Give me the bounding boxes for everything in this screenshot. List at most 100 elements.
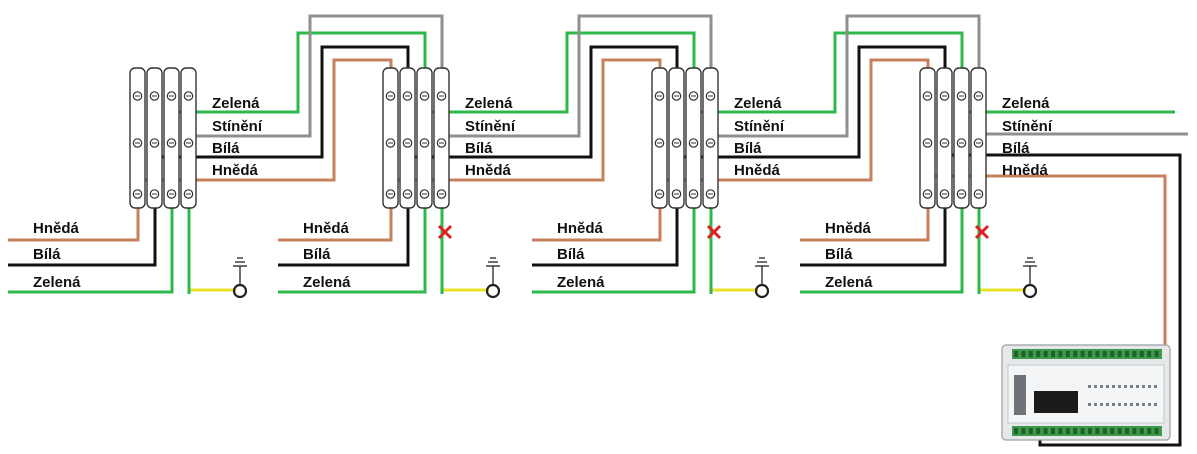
wire-black-in	[278, 194, 410, 267]
terminal-slot	[1139, 351, 1144, 357]
terminal-module	[685, 67, 702, 209]
terminal-slot	[1110, 351, 1115, 357]
label-input-brown: Hnědá	[303, 220, 350, 237]
terminal-module	[953, 67, 970, 209]
label-out-shield: Stínění	[465, 118, 516, 135]
label-input-green: Zelená	[303, 274, 351, 291]
label-input-brown: Hnědá	[557, 220, 604, 237]
terminal-slot	[1102, 351, 1107, 357]
terminal-slot	[1021, 428, 1026, 434]
label-out-green: Zelená	[212, 95, 260, 112]
wire-green-in	[800, 194, 964, 294]
terminal-slot	[1021, 351, 1026, 357]
terminal-slot	[1073, 351, 1078, 357]
label-out-black: Bílá	[465, 140, 493, 157]
symbols-layer	[232, 224, 1038, 299]
label-input-brown: Hnědá	[33, 220, 80, 237]
wire-black-in	[800, 194, 947, 267]
terminal-slot	[1043, 351, 1048, 357]
wire-shield-yellow	[440, 194, 489, 292]
terminal-module	[919, 67, 936, 209]
terminal-slot	[1147, 351, 1152, 357]
device-led	[1118, 403, 1121, 406]
device-led	[1088, 385, 1091, 388]
terminal-module	[399, 67, 416, 209]
labels-layer: HnědáBíláZelenáHnědáBíláZelenáHnědáBíláZ…	[33, 95, 1053, 291]
terminal-module	[129, 67, 146, 209]
terminal-slot	[1095, 428, 1100, 434]
ground-icon	[1022, 257, 1038, 299]
cross-stroke	[437, 224, 453, 240]
wire-shield-yellow	[977, 194, 1026, 292]
terminal-slot	[1154, 428, 1159, 434]
device-led	[1124, 385, 1127, 388]
terminal-slot	[1125, 428, 1129, 434]
terminal-slot	[1014, 351, 1018, 357]
label-out-green: Zelená	[465, 95, 513, 112]
label-out-green: Zelená	[1002, 95, 1050, 112]
terminal-module	[180, 67, 197, 209]
device-led	[1112, 403, 1115, 406]
device-led	[1124, 403, 1127, 406]
terminal-slot	[1102, 428, 1107, 434]
terminal-slot	[1110, 428, 1115, 434]
x-mark-icon	[706, 224, 722, 240]
wire-green-out	[960, 110, 1175, 143]
device-front-panel	[1007, 364, 1165, 424]
terminal-slot	[1065, 428, 1070, 434]
device-led	[1142, 385, 1145, 388]
device-led	[1148, 385, 1151, 388]
device-bottom-terminals	[1012, 426, 1162, 436]
x-mark-icon	[437, 224, 453, 240]
terminal-blocks-layer	[129, 67, 987, 209]
wire-black-in	[8, 194, 157, 267]
label-input-black: Bílá	[303, 246, 331, 263]
terminal-module	[382, 67, 399, 209]
label-out-brown: Hnědá	[1002, 162, 1049, 179]
device-led	[1130, 403, 1133, 406]
terminal-module	[668, 67, 685, 209]
terminal-slot	[1058, 428, 1063, 434]
device-led	[1154, 385, 1157, 388]
label-input-black: Bílá	[33, 246, 61, 263]
terminal-slot	[1043, 428, 1048, 434]
label-input-black: Bílá	[825, 246, 853, 263]
terminal-slot	[1080, 351, 1085, 357]
terminal-slot	[1132, 428, 1137, 434]
terminal-module	[146, 67, 163, 209]
device-led	[1118, 385, 1121, 388]
cross-stroke	[974, 224, 990, 240]
device-port	[1014, 375, 1026, 415]
label-out-green: Zelená	[734, 95, 782, 112]
label-input-green: Zelená	[33, 274, 81, 291]
label-out-shield: Stínění	[1002, 118, 1053, 135]
cross-stroke	[706, 224, 722, 240]
terminal-module	[651, 67, 668, 209]
device-led	[1136, 385, 1139, 388]
device-led	[1112, 385, 1115, 388]
ground-icon	[754, 257, 770, 299]
label-out-brown: Hnědá	[212, 162, 259, 179]
wire-black-in	[532, 194, 679, 267]
wire-green-in	[278, 194, 427, 294]
wire-shield-yellow	[187, 194, 236, 292]
device-led	[1100, 385, 1103, 388]
terminal-module	[702, 67, 719, 209]
terminal-slot	[1028, 428, 1033, 434]
device-led	[1088, 403, 1091, 406]
terminal-slot	[1132, 351, 1137, 357]
terminal-slot	[1051, 351, 1055, 357]
label-input-brown: Hnědá	[825, 220, 872, 237]
terminal-slot	[1147, 428, 1152, 434]
device-led	[1094, 403, 1097, 406]
device-led	[1106, 385, 1109, 388]
device-display	[1034, 391, 1078, 413]
terminal-module	[970, 67, 987, 209]
wire-shield-yellow	[709, 194, 758, 292]
label-input-green: Zelená	[825, 274, 873, 291]
controller-device-icon	[1001, 344, 1171, 441]
label-input-green: Zelená	[557, 274, 605, 291]
x-mark-icon	[974, 224, 990, 240]
terminal-slot	[1080, 428, 1085, 434]
